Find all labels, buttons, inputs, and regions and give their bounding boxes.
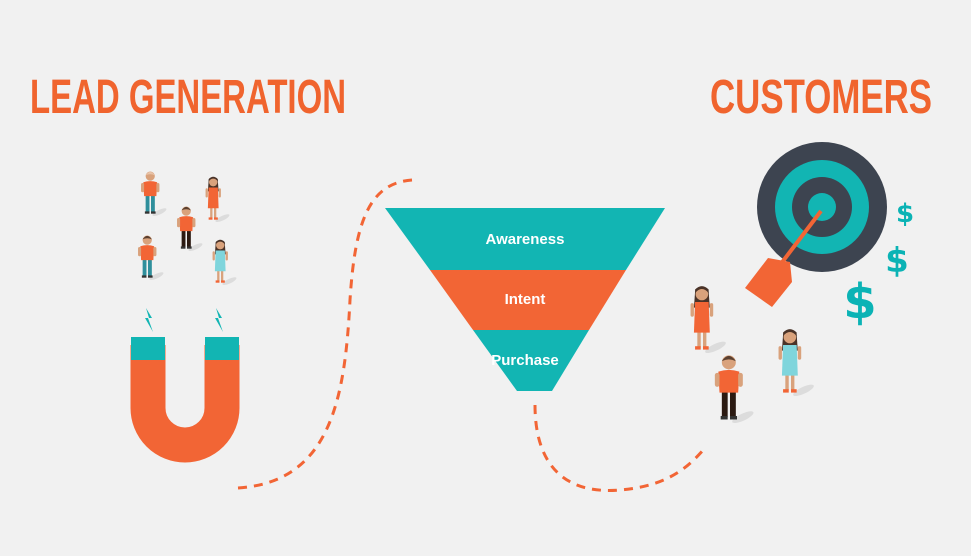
customer-people-group (690, 286, 816, 426)
customers-title: CUSTOMERS (710, 71, 932, 124)
funnel-label-purchase: Purchase (491, 352, 559, 369)
funnel-stage-purchase (473, 330, 589, 391)
person-icon (714, 355, 755, 426)
lightning-icon (215, 308, 223, 332)
dollar-icon: $ (896, 199, 914, 229)
arrow-icon (745, 209, 823, 307)
person-icon (177, 206, 204, 253)
lightning-icon (145, 308, 153, 332)
person-icon (205, 176, 231, 224)
lead-generation-title: LEAD GENERATION (30, 71, 346, 124)
person-icon (138, 235, 165, 282)
person-icon (778, 329, 816, 399)
funnel-stage-intent (430, 270, 626, 330)
person-icon (690, 286, 728, 356)
funnel-label-awareness: Awareness (486, 231, 565, 248)
funnel-label-intent: Intent (505, 291, 546, 308)
target-icon (757, 142, 887, 272)
dollar-icon: $ (843, 274, 876, 330)
dashed-path-to-customers (533, 404, 707, 492)
lead-people-group (138, 171, 238, 287)
sales-funnel: Awareness Intent Purchase (385, 208, 665, 391)
person-icon (212, 239, 238, 287)
dashed-path-to-funnel (237, 178, 413, 490)
magnet-icon (130, 308, 240, 463)
dollar-icon: $ (885, 241, 909, 281)
funnel-stage-awareness (385, 208, 665, 270)
person-icon (141, 171, 168, 218)
